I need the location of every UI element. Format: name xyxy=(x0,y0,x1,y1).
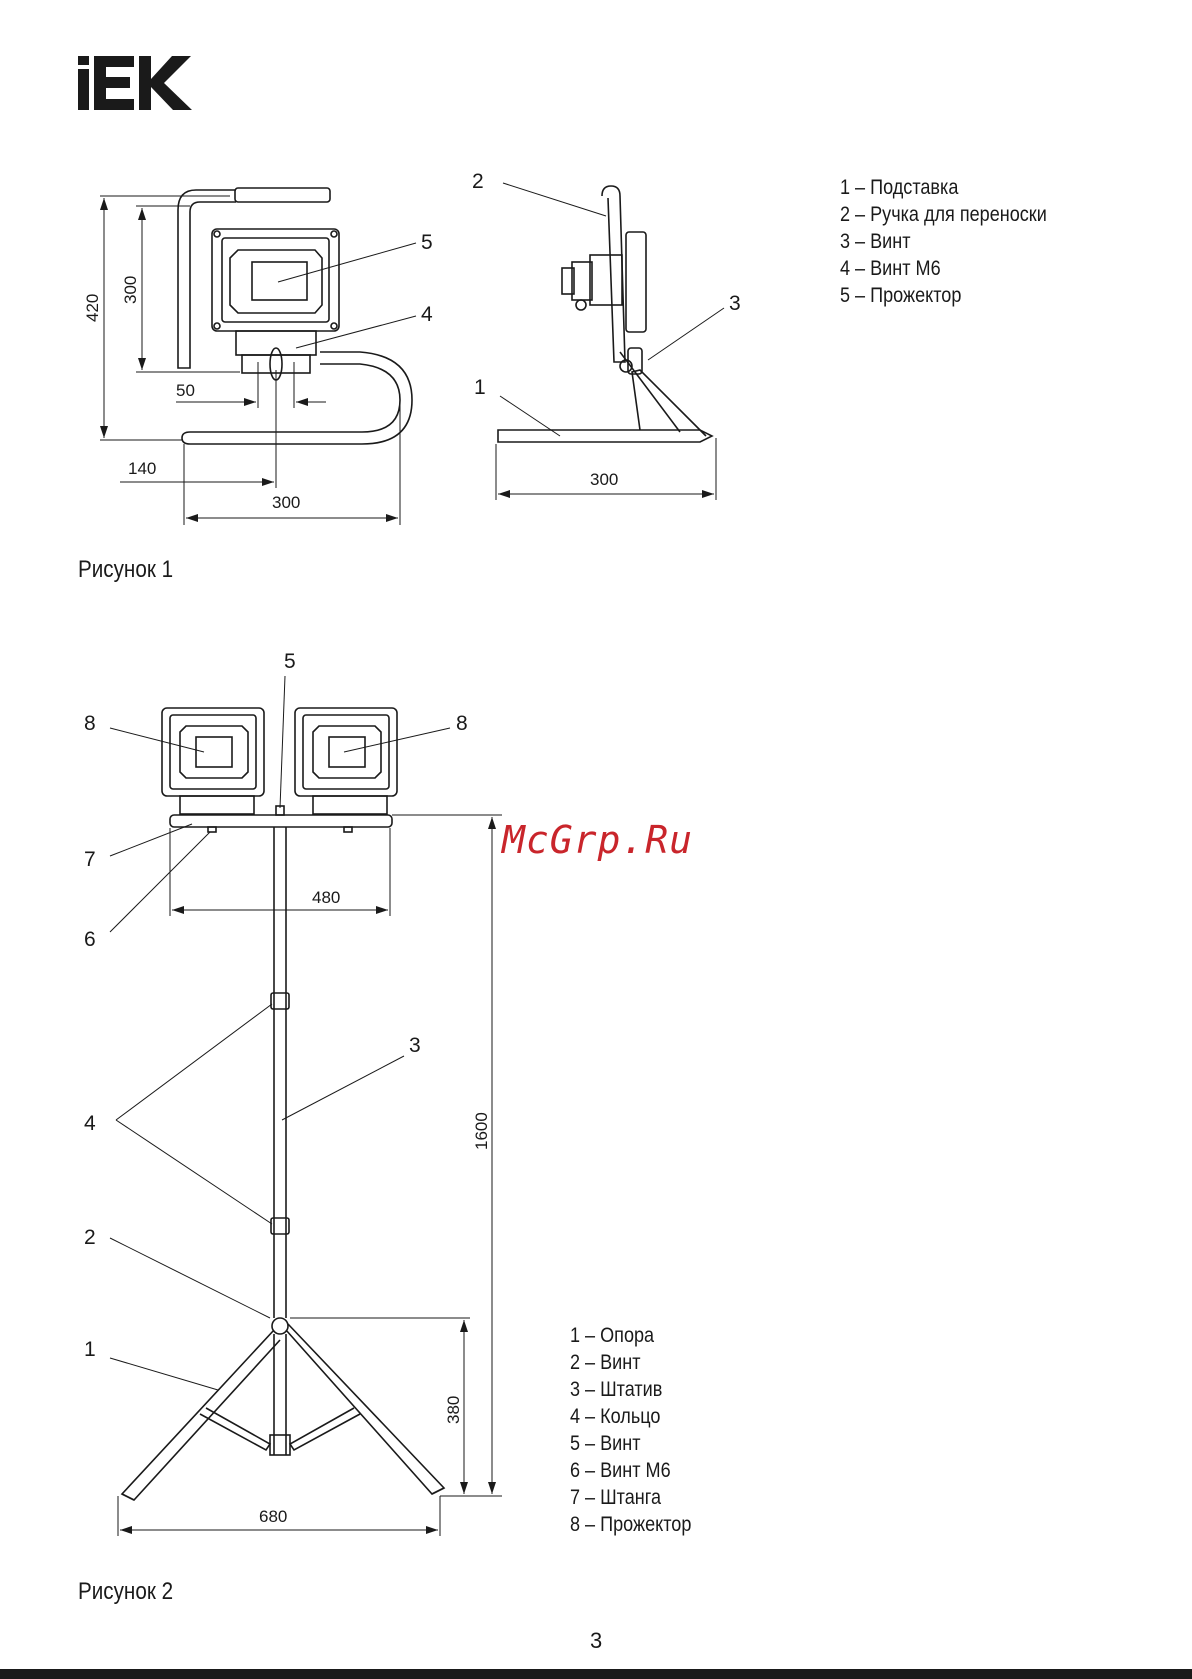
stand-base-front xyxy=(182,352,412,444)
dim-300-vertical: 300 xyxy=(121,276,140,304)
dim-380: 380 xyxy=(444,1396,463,1424)
dim-300-front: 300 xyxy=(272,493,300,512)
legend-item: 8 – Прожектор xyxy=(570,1511,691,1538)
figure2-drawing: 480 1600 380 680 5 8 8 7 6 3 4 2 1 xyxy=(0,640,560,1540)
callout-3: 3 xyxy=(729,292,741,315)
carry-handle xyxy=(235,188,330,202)
callout-7: 7 xyxy=(84,848,96,871)
legend-item: 4 – Кольцо xyxy=(570,1403,691,1430)
callout-5: 5 xyxy=(421,231,433,254)
legend-item: 2 – Винт xyxy=(570,1349,691,1376)
legend-item: 1 – Опора xyxy=(570,1322,691,1349)
dim-480: 480 xyxy=(312,888,340,907)
figure1-caption: Рисунок 1 xyxy=(78,556,173,584)
legend-item: 5 – Прожектор xyxy=(840,282,1047,309)
tripod-leg-right xyxy=(286,1324,444,1494)
watermark: McGrp.Ru xyxy=(502,818,693,862)
callout-3: 3 xyxy=(409,1034,421,1057)
dim-420: 420 xyxy=(83,294,102,322)
legend-item: 3 – Штатив xyxy=(570,1376,691,1403)
callout-8-right: 8 xyxy=(456,712,468,735)
callout-6: 6 xyxy=(84,928,96,951)
callout-8-left: 8 xyxy=(84,712,96,735)
callout-1: 1 xyxy=(84,1338,96,1361)
crossbar xyxy=(170,815,392,827)
legend-item: 2 – Ручка для переноски xyxy=(840,201,1047,228)
legend-item: 4 – Винт М6 xyxy=(840,255,1047,282)
iek-logo xyxy=(78,56,193,110)
handle-loop xyxy=(178,190,236,368)
dim-680: 680 xyxy=(259,1507,287,1526)
legend-item: 3 – Винт xyxy=(840,228,1047,255)
figure1-legend: 1 – Подставка 2 – Ручка для переноски 3 … xyxy=(840,174,1047,309)
callout-2: 2 xyxy=(472,170,484,193)
figure2-legend: 1 – Опора 2 – Винт 3 – Штатив 4 – Кольцо… xyxy=(570,1322,691,1538)
legend-item: 6 – Винт М6 xyxy=(570,1457,691,1484)
legend-item: 5 – Винт xyxy=(570,1430,691,1457)
lamp-housing-front xyxy=(212,229,339,331)
legend-item: 1 – Подставка xyxy=(840,174,1047,201)
dim-1600: 1600 xyxy=(472,1112,491,1150)
callout-1: 1 xyxy=(474,376,486,399)
legend-item: 7 – Штанга xyxy=(570,1484,691,1511)
callout-2: 2 xyxy=(84,1226,96,1249)
dim-300-side: 300 xyxy=(590,470,618,489)
dim-140: 140 xyxy=(128,459,156,478)
dim-50: 50 xyxy=(176,381,195,400)
page-number: 3 xyxy=(590,1628,602,1654)
figure2-caption: Рисунок 2 xyxy=(78,1578,173,1606)
callout-5: 5 xyxy=(284,650,296,673)
figure1-drawing: 420 300 50 140 300 300 2 5 4 3 1 xyxy=(0,160,760,530)
bottom-rule xyxy=(0,1669,1192,1679)
callout-4: 4 xyxy=(84,1112,96,1135)
callout-4: 4 xyxy=(421,303,433,326)
